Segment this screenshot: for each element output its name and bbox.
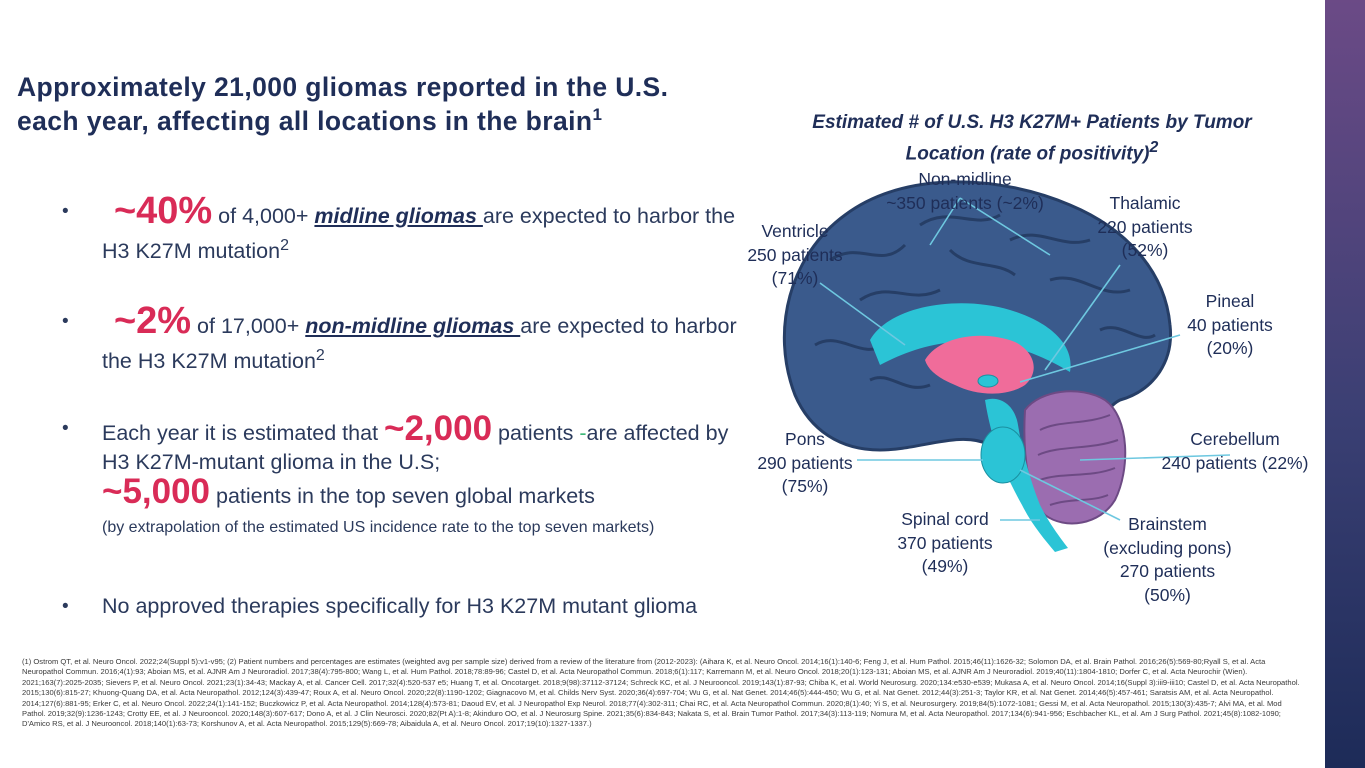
cerebellum-folia bbox=[1037, 414, 1119, 506]
references: (1) Ostrom QT, et al. Neuro Oncol. 2022;… bbox=[22, 657, 1300, 729]
bullet-symbol: • bbox=[62, 311, 69, 332]
chart-title-reference: 2 bbox=[1149, 139, 1159, 156]
title-reference: 1 bbox=[592, 105, 603, 125]
non-midline-percentage: ~2% bbox=[113, 300, 192, 342]
bullet-no-therapies: • No approved therapies specifically for… bbox=[62, 592, 752, 621]
brain-gyri bbox=[814, 213, 1156, 389]
bullet-annual-estimate: • Each year it is estimated that ~2,000 … bbox=[62, 409, 729, 536]
page-title: Approximately 21,000 gliomas reported in… bbox=[17, 72, 669, 136]
label-brainstem: Brainstem(excluding pons)270 patients(50… bbox=[1103, 514, 1232, 605]
leader-lines bbox=[819, 197, 1231, 521]
us-patient-count: ~2,000 bbox=[384, 409, 493, 448]
bullet-non-midline: • ~2% of 17,000+ non-midline gliomas are… bbox=[62, 300, 737, 374]
bullet-symbol: • bbox=[62, 596, 69, 617]
label-non-midline: Non-midline~350 patients (~2%) bbox=[886, 169, 1044, 213]
decorative-sidebar bbox=[1325, 0, 1365, 768]
global-patient-count: ~5,000 bbox=[102, 472, 211, 511]
extrapolation-note: (by extrapolation of the estimated US in… bbox=[102, 519, 655, 536]
pons-region bbox=[980, 426, 1026, 484]
pineal-region bbox=[977, 374, 999, 388]
midline-percentage: ~40% bbox=[113, 190, 213, 232]
chart-title: Estimated # of U.S. H3 K27M+ Patients by… bbox=[812, 112, 1252, 165]
bullet-symbol: • bbox=[62, 201, 69, 222]
cerebellum-region bbox=[1023, 390, 1127, 525]
bullet-symbol: • bbox=[62, 418, 69, 439]
midline-gliomas-emphasis: midline gliomas bbox=[314, 204, 483, 228]
non-midline-gliomas-emphasis: non-midline gliomas bbox=[305, 314, 521, 338]
thalamus-region bbox=[925, 335, 1034, 394]
bullet-midline: • ~40% of 4,000+ midline gliomas are exp… bbox=[62, 190, 736, 264]
